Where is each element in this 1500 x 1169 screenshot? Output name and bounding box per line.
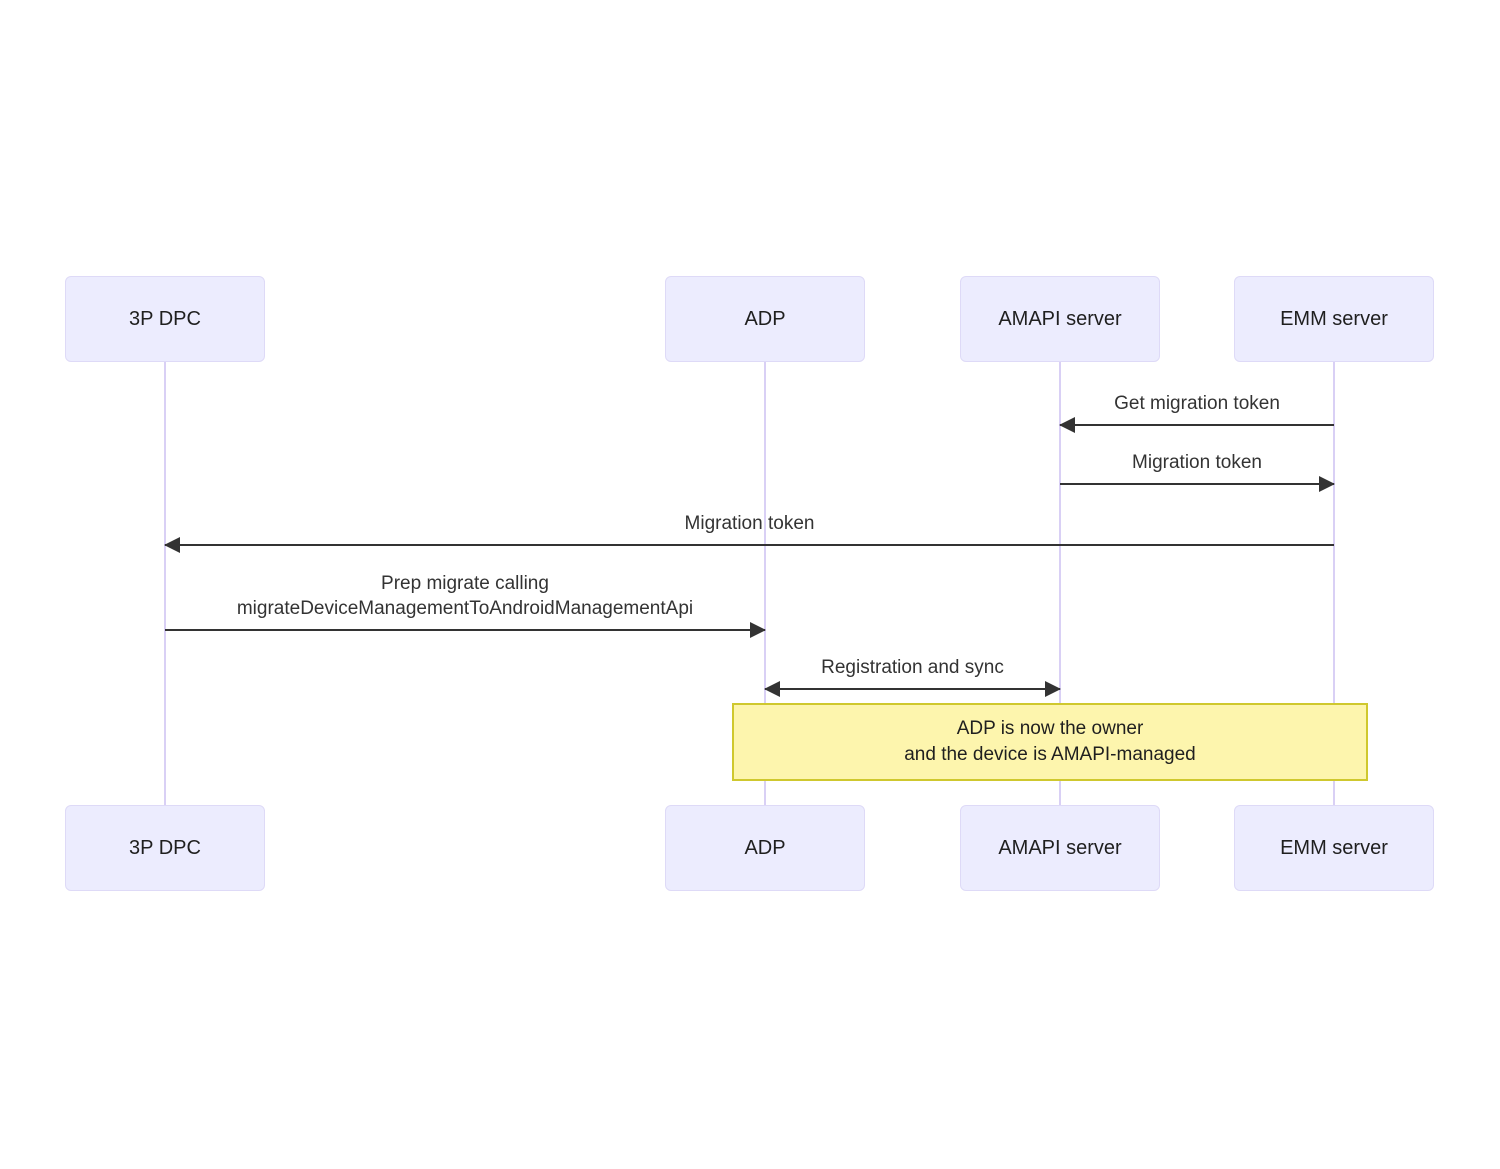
participant-dpc-bottom[interactable]: 3P DPC xyxy=(65,805,265,891)
arrowhead-right-icon xyxy=(1045,681,1061,697)
message-label: Migration token xyxy=(684,513,815,534)
participant-emm-top[interactable]: EMM server xyxy=(1234,276,1434,362)
note-text: ADP is now the owner and the device is A… xyxy=(904,718,1196,765)
participant-dpc-top[interactable]: 3P DPC xyxy=(65,276,265,362)
message-line xyxy=(165,544,1334,546)
participant-label: 3P DPC xyxy=(129,837,201,859)
participant-label: ADP xyxy=(744,308,786,330)
lifeline-dpc xyxy=(164,362,166,805)
participant-label: ADP xyxy=(744,837,786,859)
message-line xyxy=(165,629,765,631)
message-label: Get migration token xyxy=(1114,393,1280,414)
participant-label: AMAPI server xyxy=(998,837,1122,859)
lifeline-emm xyxy=(1333,362,1335,805)
participant-adp-bottom[interactable]: ADP xyxy=(665,805,865,891)
participant-amapi-top[interactable]: AMAPI server xyxy=(960,276,1160,362)
arrowhead-right-icon xyxy=(1319,476,1335,492)
participant-label: EMM server xyxy=(1280,837,1388,859)
arrowhead-left-icon xyxy=(1059,417,1075,433)
arrowhead-right-icon xyxy=(750,622,766,638)
message-label: Registration and sync xyxy=(821,657,1004,678)
participant-amapi-bottom[interactable]: AMAPI server xyxy=(960,805,1160,891)
note-box: ADP is now the owner and the device is A… xyxy=(732,703,1368,781)
arrowhead-left-icon xyxy=(164,537,180,553)
message-line xyxy=(765,688,1060,690)
message-line xyxy=(1060,424,1334,426)
message-label: Migration token xyxy=(1132,452,1262,473)
lifeline-amapi xyxy=(1059,362,1061,805)
participant-emm-bottom[interactable]: EMM server xyxy=(1234,805,1434,891)
participant-label: AMAPI server xyxy=(998,308,1122,330)
message-label: Prep migrate calling migrateDeviceManage… xyxy=(236,573,694,619)
participant-adp-top[interactable]: ADP xyxy=(665,276,865,362)
participant-label: EMM server xyxy=(1280,308,1388,330)
message-line xyxy=(1060,483,1334,485)
arrowhead-left-icon xyxy=(764,681,780,697)
lifeline-adp xyxy=(764,362,766,805)
participant-label: 3P DPC xyxy=(129,308,201,330)
